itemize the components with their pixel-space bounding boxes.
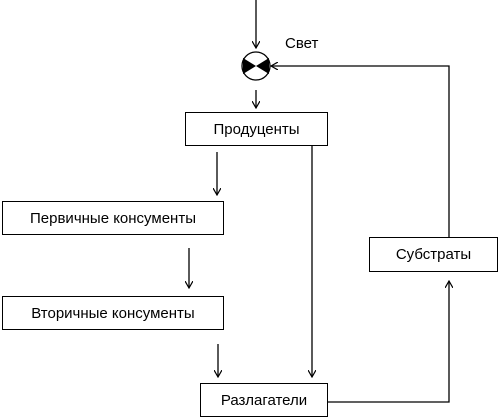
node-producers: Продуценты xyxy=(185,112,328,146)
node-decomposers: Разлагатели xyxy=(200,383,328,417)
node-secondary-consumers-label: Вторичные консументы xyxy=(31,304,195,322)
node-secondary-consumers: Вторичные консументы xyxy=(2,296,224,330)
light-label: Свет xyxy=(285,35,319,52)
node-primary-consumers: Первичные консументы xyxy=(2,201,224,235)
valve-icon xyxy=(241,51,271,81)
arrow-decomposers-to-substrates xyxy=(328,281,449,403)
node-primary-consumers-label: Первичные консументы xyxy=(30,209,196,227)
arrow-substrates-to-valve xyxy=(271,66,450,237)
node-substrates: Субстраты xyxy=(369,237,498,272)
node-decomposers-label: Разлагатели xyxy=(220,391,308,409)
node-substrates-label: Субстраты xyxy=(395,246,472,263)
node-producers-label: Продуценты xyxy=(213,120,300,138)
